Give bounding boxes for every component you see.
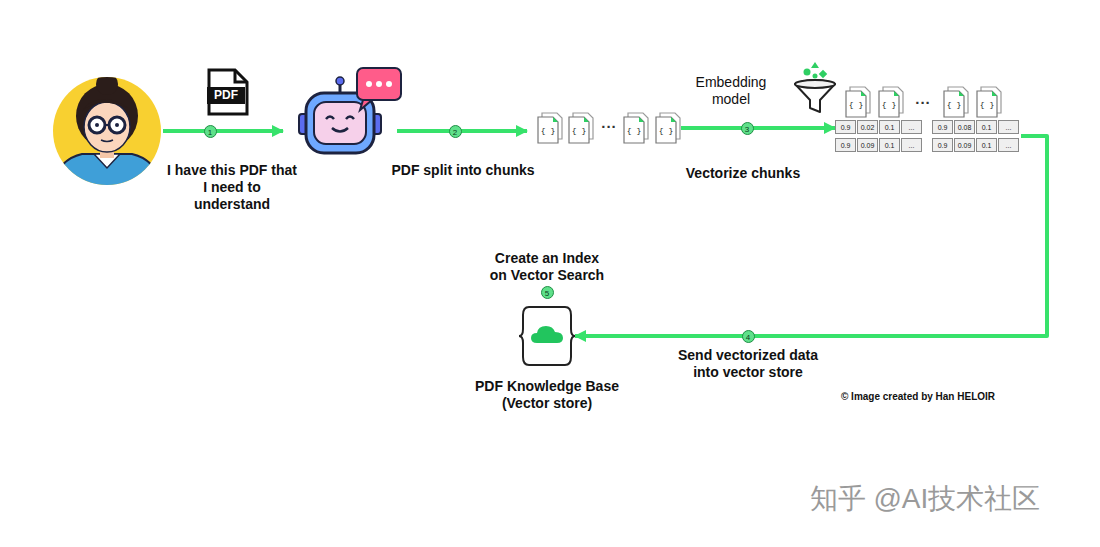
vector-cell: 0.09	[857, 138, 878, 152]
robot-illustration	[299, 68, 401, 153]
doc-node: { }	[623, 112, 649, 144]
pdf-label: PDF	[207, 88, 245, 103]
store-node: Create an Index on Vector SearchPDF Know…	[519, 305, 575, 367]
person-illustration	[52, 73, 162, 190]
step-arrows	[163, 131, 527, 132]
vector-cell: ...	[901, 120, 922, 134]
callout-number: 2	[449, 125, 462, 138]
vector-cell: ...	[998, 138, 1019, 152]
doc-node: { }	[568, 112, 594, 144]
store-caption: PDF Knowledge Base (Vector store)	[469, 378, 625, 412]
ellipsis: ...	[908, 90, 938, 107]
vector-cell: 0.9	[835, 120, 856, 134]
doc-node: { }	[845, 86, 871, 118]
vector-cell: 0.1	[976, 120, 997, 134]
vector-cell: 0.9	[835, 138, 856, 152]
funnel-node: Embedding model	[793, 60, 837, 114]
chunk-label: { }	[655, 116, 677, 144]
chunk-label: { }	[568, 116, 590, 144]
vector-cell: 0.08	[954, 120, 975, 134]
edge-label: Send vectorized data into vector store	[668, 347, 828, 381]
chunk-label: { }	[943, 90, 965, 118]
callout-number: 4	[742, 330, 755, 343]
flow-arrow	[575, 136, 1047, 336]
callout-number: 1	[204, 125, 217, 138]
doc-node: { }	[943, 86, 969, 118]
doc-node: { }	[655, 112, 681, 144]
vector-cell: 0.09	[954, 138, 975, 152]
funnel-icon	[793, 60, 837, 114]
pdf-node: PDF	[207, 68, 249, 116]
vector-store-icon	[519, 305, 575, 367]
vector-cell: 0.1	[976, 138, 997, 152]
edge-label: Vectorize chunks	[663, 165, 823, 182]
doc-node: { }	[976, 86, 1002, 118]
doc-node: { }	[537, 112, 563, 144]
store-heading: Create an Index on Vector Search	[487, 250, 607, 284]
vector-cell: 0.9	[932, 138, 953, 152]
callout-number: 3	[741, 122, 754, 135]
step-caption: I have this PDF that I need to understan…	[164, 162, 301, 213]
grid-node: 0.90.020.1...0.90.080.1...0.90.090.1...0…	[835, 120, 1021, 152]
watermark: 知乎 @AI技术社区	[775, 480, 1075, 518]
vector-cell: 0.1	[879, 120, 900, 134]
flow-arrow	[681, 126, 835, 130]
vector-cell: ...	[901, 138, 922, 152]
credit-note: © Image created by Han HELOIR	[818, 391, 1018, 402]
chunk-label: { }	[845, 90, 867, 118]
step-caption: PDF split into chunks	[363, 162, 563, 179]
vector-cell: 0.9	[932, 120, 953, 134]
ellipsis: ...	[596, 114, 622, 131]
chunk-label: { }	[537, 116, 559, 144]
vector-cell: 0.02	[857, 120, 878, 134]
doc-node: { }	[878, 86, 904, 118]
chunk-label: { }	[878, 90, 900, 118]
callout-number: 5	[541, 286, 554, 299]
chunk-label: { }	[623, 116, 645, 144]
chunk-label: { }	[976, 90, 998, 118]
model-label: Embedding model	[679, 74, 783, 108]
vector-cell: 0.1	[879, 138, 900, 152]
vector-cell: ...	[998, 120, 1019, 134]
